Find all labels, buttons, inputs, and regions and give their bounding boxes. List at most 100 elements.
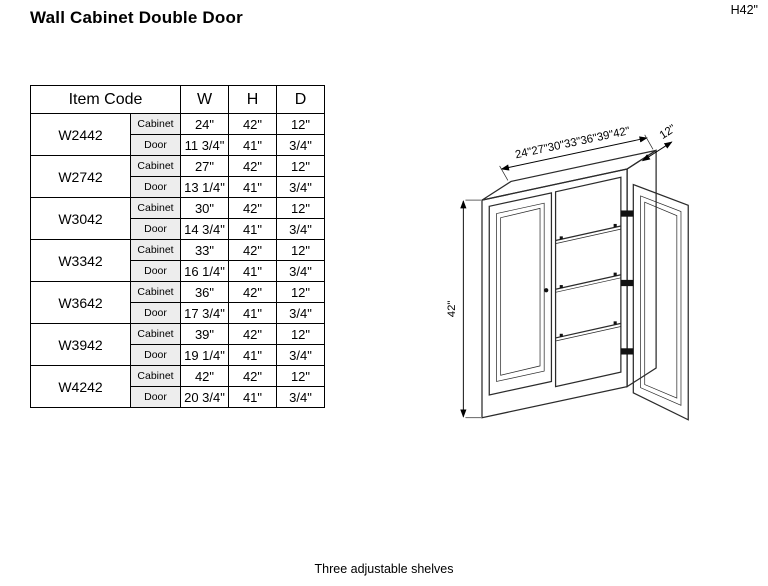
table-row: Door 17 3/4" 41" 3/4" bbox=[31, 302, 325, 324]
dimension-annotations: 42" 24"27"30"33"36"39"42" 12" bbox=[446, 123, 679, 419]
col-header-depth: D bbox=[276, 85, 325, 114]
door-label: Door bbox=[130, 302, 181, 324]
door-width: 19 1/4" bbox=[180, 344, 229, 366]
cabinet-width: 36" bbox=[180, 281, 229, 303]
door-depth: 3/4" bbox=[276, 218, 325, 240]
cabinet-height: 42" bbox=[228, 197, 277, 219]
door-label: Door bbox=[130, 134, 181, 156]
cabinet-height: 42" bbox=[228, 239, 277, 261]
item-code: W2442 bbox=[30, 113, 131, 156]
door-depth: 3/4" bbox=[276, 302, 325, 324]
door-depth: 3/4" bbox=[276, 134, 325, 156]
door-label: Door bbox=[130, 386, 181, 408]
door-depth: 3/4" bbox=[276, 344, 325, 366]
door-height: 41" bbox=[228, 260, 277, 282]
cabinet-depth: 12" bbox=[276, 239, 325, 261]
cabinet-depth: 12" bbox=[276, 155, 325, 177]
spec-table: Item Code W H D W2442 Cabinet 24" 42" 12… bbox=[30, 85, 325, 408]
cabinet-width: 42" bbox=[180, 365, 229, 387]
door-width: 11 3/4" bbox=[180, 134, 229, 156]
shelf bbox=[555, 272, 622, 293]
width-dimension-label: 24"27"30"33"36"39"42" bbox=[514, 125, 631, 161]
door-height: 41" bbox=[228, 302, 277, 324]
door-width: 20 3/4" bbox=[180, 386, 229, 408]
cabinet-depth: 12" bbox=[276, 197, 325, 219]
cabinet-depth: 12" bbox=[276, 113, 325, 135]
cabinet-top-face bbox=[481, 149, 657, 201]
left-door bbox=[488, 192, 553, 396]
cabinet-label: Cabinet bbox=[130, 239, 181, 261]
width-dimension-arrow bbox=[500, 136, 648, 171]
cabinet-width: 27" bbox=[180, 155, 229, 177]
cabinet-label: Cabinet bbox=[130, 155, 181, 177]
table-row: Door 11 3/4" 41" 3/4" bbox=[31, 134, 325, 156]
shelf-pin-icon bbox=[613, 272, 617, 276]
door-label: Door bbox=[130, 344, 181, 366]
cabinet-diagram: 42" 24"27"30"33"36"39"42" 12" bbox=[446, 123, 689, 421]
door-label: Door bbox=[130, 260, 181, 282]
table-row: Door 16 1/4" 41" 3/4" bbox=[31, 260, 325, 282]
door-height: 41" bbox=[228, 176, 277, 198]
table-row: Door 19 1/4" 41" 3/4" bbox=[31, 344, 325, 366]
door-label: Door bbox=[130, 218, 181, 240]
door-width: 14 3/4" bbox=[180, 218, 229, 240]
shelf-pin-icon bbox=[559, 236, 563, 240]
cabinet-depth: 12" bbox=[276, 281, 325, 303]
door-height: 41" bbox=[228, 386, 277, 408]
cabinet-label: Cabinet bbox=[130, 365, 181, 387]
table-row: W3342 Cabinet 33" 42" 12" bbox=[30, 239, 325, 282]
right-door-panel bbox=[644, 201, 678, 399]
cabinet-width: 30" bbox=[180, 197, 229, 219]
door-height: 41" bbox=[228, 344, 277, 366]
height-dimension-label: 42" bbox=[446, 301, 458, 318]
header-row: Item Code W H D bbox=[30, 85, 325, 114]
left-door-panel-inner bbox=[500, 207, 541, 376]
table-row: W3042 Cabinet 30" 42" 12" bbox=[30, 197, 325, 240]
footer-note: Three adjustable shelves bbox=[314, 562, 454, 576]
hinge-icon bbox=[620, 279, 634, 287]
door-height: 41" bbox=[228, 218, 277, 240]
col-header-width: W bbox=[180, 85, 229, 114]
cabinet-depth: 12" bbox=[276, 323, 325, 345]
cabinet-height: 42" bbox=[228, 155, 277, 177]
hinge-icon bbox=[620, 210, 634, 217]
cabinet-width: 39" bbox=[180, 323, 229, 345]
cabinet-width: 33" bbox=[180, 239, 229, 261]
item-code: W3942 bbox=[30, 323, 131, 366]
item-code: W4242 bbox=[30, 365, 131, 408]
shelf-pin-icon bbox=[559, 333, 563, 337]
door-width: 16 1/4" bbox=[180, 260, 229, 282]
cabinet-width: 24" bbox=[180, 113, 229, 135]
item-code: W3042 bbox=[30, 197, 131, 240]
hinge-icon bbox=[620, 348, 634, 355]
col-header-height: H bbox=[228, 85, 277, 114]
cabinet-label: Cabinet bbox=[130, 323, 181, 345]
shelf bbox=[555, 223, 622, 244]
right-door-open bbox=[632, 183, 689, 421]
table-row: Door 20 3/4" 41" 3/4" bbox=[31, 386, 325, 408]
cabinet-label: Cabinet bbox=[130, 197, 181, 219]
cabinet-height: 42" bbox=[228, 323, 277, 345]
shelf-pin-icon bbox=[559, 285, 563, 289]
door-label: Door bbox=[130, 176, 181, 198]
door-knob-icon bbox=[544, 288, 549, 293]
shelf-pin-icon bbox=[613, 223, 617, 228]
col-header-item-code: Item Code bbox=[30, 85, 181, 114]
cabinet-front-face bbox=[481, 168, 628, 419]
cabinet-height: 42" bbox=[228, 365, 277, 387]
door-width: 13 1/4" bbox=[180, 176, 229, 198]
cabinet-drawing bbox=[481, 149, 689, 421]
door-width: 17 3/4" bbox=[180, 302, 229, 324]
door-height: 41" bbox=[228, 134, 277, 156]
cabinet-height: 42" bbox=[228, 281, 277, 303]
table-row: W3942 Cabinet 39" 42" 12" bbox=[30, 323, 325, 366]
cabinet-opening bbox=[554, 176, 622, 388]
item-code: W2742 bbox=[30, 155, 131, 198]
depth-dimension-label: 12" bbox=[658, 123, 679, 142]
item-code: W3342 bbox=[30, 239, 131, 282]
table-row: W2742 Cabinet 27" 42" 12" bbox=[30, 155, 325, 198]
cabinet-depth: 12" bbox=[276, 365, 325, 387]
cabinet-height: 42" bbox=[228, 113, 277, 135]
door-depth: 3/4" bbox=[276, 176, 325, 198]
